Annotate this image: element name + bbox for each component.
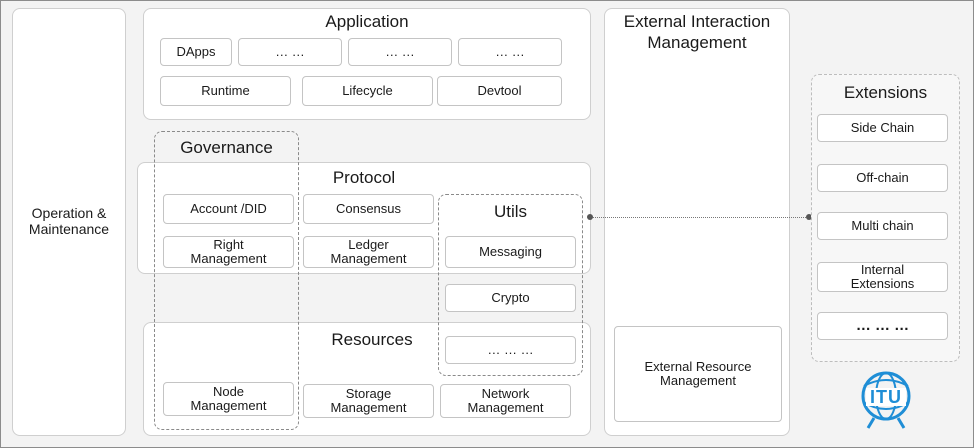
resources-title: Resources [331,330,413,349]
lifecycle-box: Lifecycle [302,76,433,106]
operation-maintenance-label: Operation & Maintenance [28,205,110,237]
side-chain-box: Side Chain [817,114,948,142]
utils-extensions-connector [591,217,810,218]
app-placeholder-box: … … [238,38,342,66]
extensions-title: Extensions [843,83,928,102]
crypto-box: Crypto [445,284,576,312]
devtool-box: Devtool [437,76,562,106]
external-interaction-title: External Interaction Management [623,12,771,52]
operation-maintenance-panel: Operation & Maintenance [12,8,126,436]
multi-chain-box: Multi chain [817,212,948,240]
consensus-box: Consensus [303,194,434,224]
app-placeholder-box: … … [348,38,452,66]
application-title: Application [325,12,409,31]
governance-title: Governance [180,138,273,157]
itu-globe-icon [861,371,911,429]
runtime-box: Runtime [160,76,291,106]
node-management-box: Node Management [163,382,294,416]
storage-management-box: Storage Management [303,384,434,418]
messaging-box: Messaging [445,236,576,268]
off-chain-box: Off-chain [817,164,948,192]
itu-logo: ITU [858,366,914,430]
itu-logo-text: ITU [870,387,902,407]
right-management-box: Right Management [163,236,294,268]
ledger-management-box: Ledger Management [303,236,434,268]
network-management-box: Network Management [440,384,571,418]
utils-title: Utils [493,202,528,221]
utils-region: Utils [438,194,583,376]
connector-dot [806,214,812,220]
utils-placeholder-box: … … … [445,336,576,364]
extensions-placeholder-box: … … … [817,312,948,340]
connector-dot [587,214,593,220]
dapps-box: DApps [160,38,232,66]
account-did-box: Account /DID [163,194,294,224]
external-resource-management-box: External Resource Management [614,326,782,422]
app-placeholder-box: … … [458,38,562,66]
internal-extensions-box: Internal Extensions [817,262,948,292]
governance-region: Governance [154,131,299,430]
protocol-title: Protocol [332,168,396,187]
